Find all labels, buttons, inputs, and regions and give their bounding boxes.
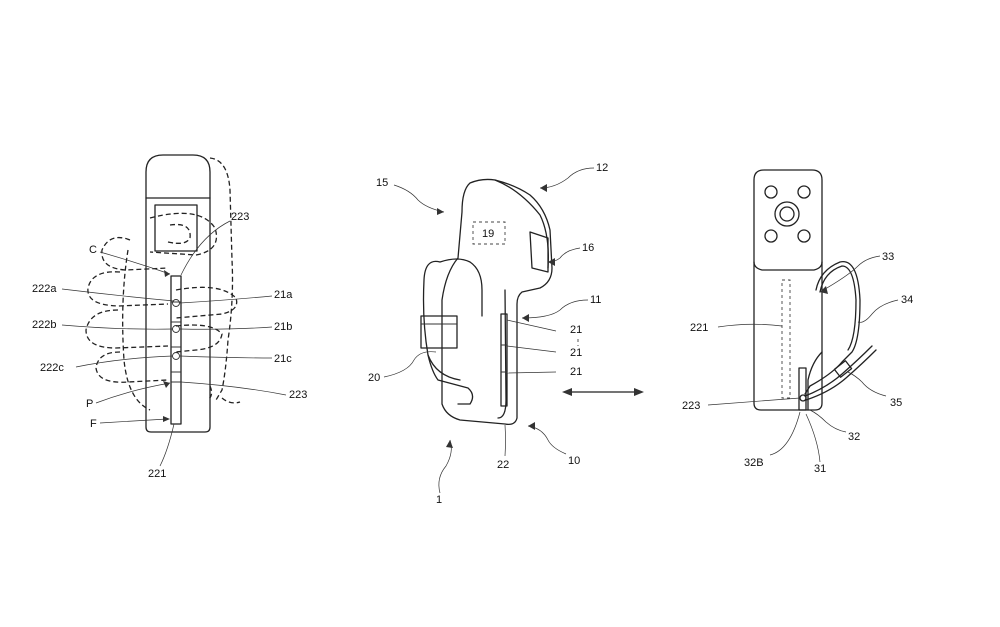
label-33: 33 (882, 251, 894, 263)
label-31: 31 (814, 463, 826, 475)
strap-buckle (420, 315, 458, 349)
button-bottom-left-icon (764, 229, 778, 243)
label-223-top: 223 (231, 211, 249, 223)
sensor-21b (172, 325, 180, 333)
button-16 (529, 231, 549, 273)
center-strap (422, 258, 483, 405)
label-22: 22 (497, 459, 509, 471)
cord-lock-35 (833, 360, 853, 378)
label-35: 35 (890, 397, 902, 409)
button-bottom-right-icon (797, 229, 811, 243)
label-222b: 222b (32, 319, 56, 331)
sensor-21c (172, 352, 180, 360)
center-button-inner-icon (779, 206, 795, 222)
label-223-bottom: 223 (289, 389, 307, 401)
center-leaders (383, 167, 595, 494)
label-19: 19 (482, 228, 494, 240)
label-32: 32 (848, 431, 860, 443)
label-1: 1 (436, 494, 442, 506)
center-top-ridge (494, 179, 549, 269)
label-12: 12 (596, 162, 608, 174)
right-leaders (707, 255, 899, 463)
label-21c: 21c (274, 353, 292, 365)
label-11: 11 (590, 294, 601, 306)
right-internal-strip (781, 279, 791, 399)
label-p: P (86, 398, 93, 410)
center-button-outer-icon (774, 201, 800, 227)
right-cap-line (753, 261, 823, 271)
left-leaders (61, 220, 287, 467)
label-221-right: 221 (690, 322, 708, 334)
sensor-21a (172, 299, 180, 307)
left-window (154, 204, 198, 252)
label-16: 16 (582, 242, 594, 254)
right-arrowheads (820, 286, 828, 294)
center-arrowheads (437, 184, 555, 448)
left-arrowheads (163, 270, 170, 422)
right-strap-loop (804, 261, 861, 395)
label-c: C (89, 244, 97, 256)
component-19 (472, 221, 506, 245)
label-223-right: 223 (682, 400, 700, 412)
center-sensor-strip (500, 313, 508, 407)
plate-31 (798, 367, 807, 411)
center-front-edge (497, 289, 507, 419)
label-21-second: 21 (570, 347, 582, 359)
right-device-body (753, 169, 823, 411)
label-21a: 21a (274, 289, 293, 301)
left-sensor-strip (170, 275, 182, 425)
left-device-body (145, 154, 211, 433)
button-top-right-icon (797, 185, 811, 199)
label-222a: 222a (32, 283, 57, 295)
cord-35 (804, 345, 873, 397)
label-21-third: 21 (570, 366, 582, 378)
label-f: F (90, 418, 97, 430)
label-221: 221 (148, 468, 166, 480)
label-32b: 32B (744, 457, 764, 469)
right-figure: 33 34 221 35 223 32 32B 31 (682, 169, 913, 475)
label-21-first: 21 (570, 324, 582, 336)
left-figure: C 223 222a 21a 222b 21b 222c 21c P 223 F… (32, 154, 307, 480)
right-side-bump (807, 351, 823, 411)
label-20: 20 (368, 372, 380, 384)
label-15: 15 (376, 177, 388, 189)
button-top-left-icon (764, 185, 778, 199)
center-device-body (441, 178, 553, 426)
label-10: 10 (568, 455, 580, 467)
center-figure: 15 12 19 16 11 21 21 21 20 22 10 1 (368, 162, 644, 506)
label-222c: 222c (40, 362, 64, 374)
dashed-hand (85, 157, 241, 411)
label-34: 34 (901, 294, 913, 306)
label-21b: 21b (274, 321, 292, 333)
